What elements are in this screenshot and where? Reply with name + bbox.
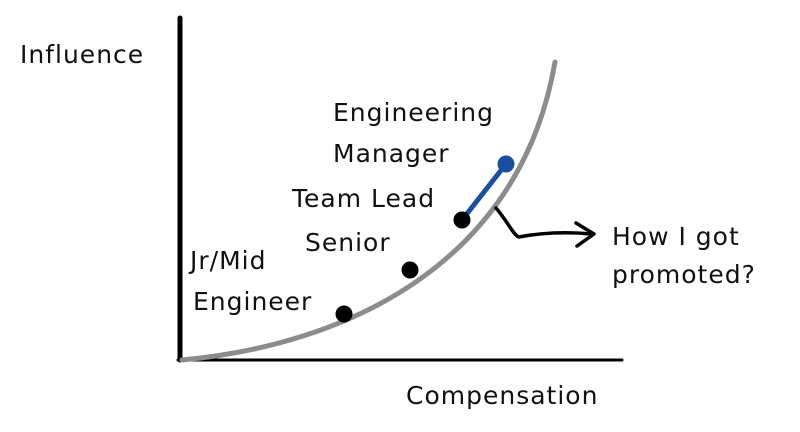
- y-axis-label: Influence: [20, 40, 144, 69]
- annotation-label-line1: How I got: [612, 222, 740, 251]
- annotation-arrow-shaft: [494, 206, 594, 239]
- annotation-arrow-head: [574, 221, 596, 248]
- engineering-manager-label-line1: Engineering: [333, 98, 494, 127]
- engineering-manager-label-line2: Manager: [333, 139, 450, 168]
- team-lead-marker: [453, 211, 471, 229]
- x-axis-label: Compensation: [406, 381, 598, 410]
- engineering-manager-marker: [497, 155, 515, 173]
- annotation-label-line2: promoted?: [612, 260, 756, 289]
- senior-marker: [401, 261, 419, 279]
- promotion-segment: [459, 161, 509, 223]
- jr-mid-label-line1: Jr/Mid: [188, 246, 266, 275]
- senior-label: Senior: [305, 228, 391, 257]
- jr-mid-label-line2: Engineer: [193, 287, 312, 316]
- growth-curve: [179, 59, 558, 363]
- jr-mid-engineer-marker: [335, 305, 353, 323]
- team-lead-label: Team Lead: [291, 184, 435, 213]
